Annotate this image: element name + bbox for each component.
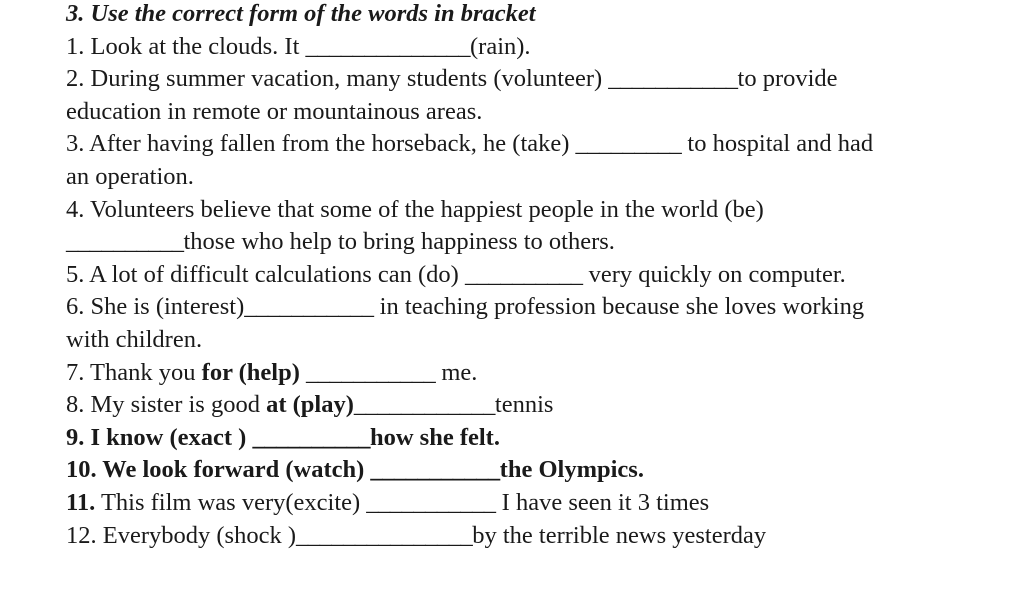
answer-blank[interactable]: ____________ [353,391,496,419]
item-6-line-1: 6. She is (interest)___________ in teach… [66,291,1006,324]
item-10-line-1: 10. We look forward (watch) ___________t… [66,454,1006,487]
item-text: to hospital and had [681,130,874,158]
item-text: with children. [66,325,203,353]
answer-blank[interactable]: __________ [464,260,583,288]
item-text: This film was very(excite) [95,488,367,516]
item-9-line-1: 9. I know (exact ) __________how she fel… [66,422,1006,455]
item-text: those who help to bring happiness to oth… [183,228,615,256]
answer-blank[interactable]: _________ [575,130,682,158]
item-5-line-1: 5. A lot of difficult calculations can (… [66,259,1006,292]
item-2-line-2: education in remote or mountainous areas… [66,96,1006,129]
item-text: 9. I know (exact ) [66,423,253,451]
item-text: 2. During summer vacation, many students… [66,65,609,93]
item-11-line-1: 11. This film was very(excite) _________… [66,487,1006,520]
item-4-line-1: 4. Volunteers believe that some of the h… [66,194,1006,227]
answer-blank[interactable]: __________ [66,228,184,256]
exercise-sheet: 3. Use the correct form of the words in … [66,0,1006,552]
item-text: I have seen it 3 times [495,488,710,516]
item-text: 6. She is (interest) [66,293,245,321]
item-4-line-2: __________those who help to bring happin… [66,226,1006,259]
item-text: 1. Look at the clouds. It [66,32,306,60]
item-text: 10. We look forward (watch) [66,456,371,484]
exercise-heading: 3. Use the correct form of the words in … [66,0,536,27]
answer-blank[interactable]: ______________ [305,32,471,60]
answer-blank[interactable]: __________ [252,423,370,451]
item-text: 5. A lot of difficult calculations can (… [66,260,465,288]
item-text: in teaching profession because she loves… [373,293,865,321]
item-text: by the terrible news yesterday [472,521,767,549]
answer-blank[interactable]: ___________ [370,456,500,484]
answer-blank[interactable]: ___________ [366,488,496,516]
item-text: me. [435,358,478,386]
answer-blank[interactable]: ___________ [244,293,374,321]
item-12-line-1: 12. Everybody (shock )_______________by … [66,520,1006,553]
item-text: 7. Thank you [66,358,202,386]
item-text: how she felt. [369,423,500,451]
item-text: the Olympics. [499,456,644,484]
item-8-line-1: 8. My sister is good at (play)__________… [66,389,1006,422]
item-text: education in remote or mountainous areas… [66,97,483,125]
answer-blank[interactable]: ___________ [306,358,436,386]
item-text: tennis [494,391,554,419]
item-text: to provide [737,65,838,93]
answer-blank[interactable]: _______________ [295,521,473,549]
item-bold-text: for (help) [201,358,300,386]
item-1-line-1: 1. Look at the clouds. It ______________… [66,31,1006,64]
item-text: 8. My sister is good [66,391,267,419]
item-3-line-2: an operation. [66,161,1006,194]
item-3-line-1: 3. After having fallen from the horsebac… [66,128,1006,161]
item-text: very quickly on computer. [582,260,846,288]
item-text: (rain). [470,32,531,60]
item-text: 12. Everybody (shock ) [66,521,296,549]
item-bold-text: at (play) [266,391,354,419]
item-text: 3. After having fallen from the horsebac… [66,130,576,158]
item-number: 11. [66,488,96,516]
item-7-line-1: 7. Thank you for (help) ___________ me. [66,357,1006,390]
item-6-line-2: with children. [66,324,1006,357]
item-text: 4. Volunteers believe that some of the h… [66,195,764,223]
answer-blank[interactable]: ___________ [608,65,738,93]
item-text: an operation. [66,162,194,190]
item-2-line-1: 2. During summer vacation, many students… [66,63,1006,96]
